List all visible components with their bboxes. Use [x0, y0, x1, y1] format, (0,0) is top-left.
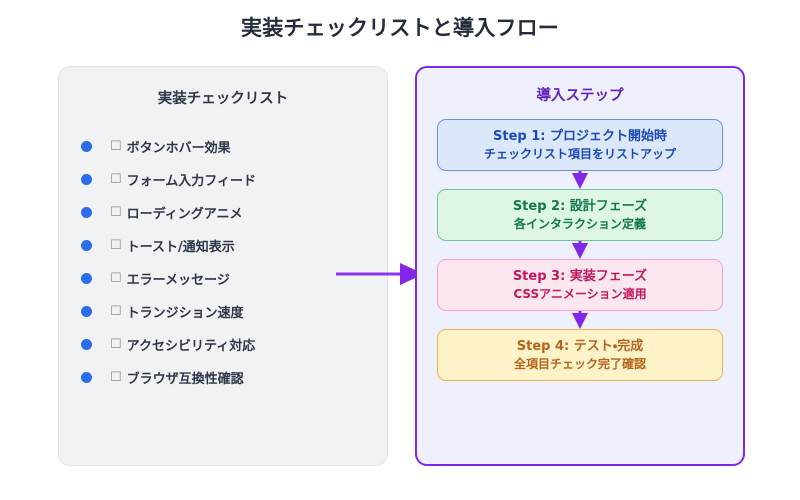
blue-dot-icon: [81, 207, 92, 218]
checklist-item[interactable]: ☐ エラーメッセージ: [81, 262, 387, 295]
checklist-item-label: アクセシビリティ対応: [126, 339, 256, 354]
checklist-item[interactable]: ☐ トランジション速度: [81, 295, 387, 328]
blue-dot-icon: [81, 372, 92, 383]
step-title: Step 2: 設計フェーズ: [512, 199, 648, 215]
step-box[interactable]: Step 2: 設計フェーズ各インタラクション定義: [437, 189, 723, 241]
step-subtitle: 各インタラクション定義: [513, 216, 646, 231]
checkbox-icon[interactable]: ☐: [110, 370, 122, 385]
checkbox-icon[interactable]: ☐: [110, 139, 122, 154]
checklist-item-label: ブラウザ互換性確認: [126, 372, 244, 387]
checkbox-icon[interactable]: ☐: [110, 172, 122, 187]
checklist-panel: 実装チェックリスト ☐ ボタンホバー効果 ☐ フォーム入力フィード ☐ ローディングアニメ…: [58, 66, 388, 466]
down-arrow-icon: [417, 311, 743, 329]
checklist-item[interactable]: ☐ ボタンホバー効果: [81, 130, 387, 163]
checklist-item-label: ローディングアニメ: [126, 207, 243, 222]
step-title: Step 3: 実装フェーズ: [512, 269, 648, 285]
checklist-items: ☐ ボタンホバー効果 ☐ フォーム入力フィード ☐ ローディングアニメ ☐ トースト/通知表示…: [59, 130, 387, 394]
step-box[interactable]: Step 4: テスト・完成全項目チェック完了確認: [437, 329, 723, 381]
down-arrow-icon: [417, 241, 743, 259]
checklist-item[interactable]: ☐ ブラウザ互換性確認: [81, 361, 387, 394]
checklist-item[interactable]: ☐ ローディングアニメ: [81, 196, 387, 229]
checklist-item-label: フォーム入力フィード: [126, 174, 257, 189]
blue-dot-icon: [81, 174, 92, 185]
steps-list: Step 1: プロジェクト開始時チェックリスト項目をリストアップ Step 2:…: [417, 119, 743, 381]
checklist-item-label: エラーメッセージ: [126, 273, 230, 288]
page-title: 実装チェックリストと導入フロー: [241, 16, 559, 40]
checkbox-icon[interactable]: ☐: [110, 271, 122, 286]
checklist-item[interactable]: ☐ トースト/通知表示: [81, 229, 387, 262]
checklist-item-label: トースト/通知表示: [126, 240, 235, 255]
checkbox-icon[interactable]: ☐: [110, 238, 122, 253]
checklist-item-label: ボタンホバー効果: [126, 141, 231, 156]
blue-dot-icon: [81, 306, 92, 317]
checklist-item[interactable]: ☐ フォーム入力フィード: [81, 163, 387, 196]
right-arrow-icon: [336, 263, 424, 285]
step-box[interactable]: Step 1: プロジェクト開始時チェックリスト項目をリストアップ: [437, 119, 723, 171]
blue-dot-icon: [81, 240, 92, 251]
step-subtitle: CSSアニメーション適用: [513, 286, 647, 301]
step-title: Step 1: プロジェクト開始時: [493, 129, 667, 145]
step-title: Step 4: テスト・完成: [516, 339, 644, 355]
down-arrow-icon: [417, 171, 743, 189]
checklist-panel-title: 実装チェックリスト: [157, 91, 289, 107]
blue-dot-icon: [81, 141, 92, 152]
blue-dot-icon: [81, 339, 92, 350]
step-subtitle: チェックリスト項目をリストアップ: [483, 146, 676, 161]
steps-panel: 導入ステップ Step 1: プロジェクト開始時チェックリスト項目をリストアップ…: [415, 66, 745, 466]
checklist-item-label: トランジション速度: [126, 306, 244, 321]
blue-dot-icon: [81, 273, 92, 284]
steps-panel-title: 導入ステップ: [536, 88, 624, 104]
connector-arrow: [336, 254, 424, 294]
checkbox-icon[interactable]: ☐: [110, 337, 122, 352]
checkbox-icon[interactable]: ☐: [110, 205, 122, 220]
checkbox-icon[interactable]: ☐: [110, 304, 122, 319]
checklist-item[interactable]: ☐ アクセシビリティ対応: [81, 328, 387, 361]
step-subtitle: 全項目チェック完了確認: [513, 356, 646, 371]
